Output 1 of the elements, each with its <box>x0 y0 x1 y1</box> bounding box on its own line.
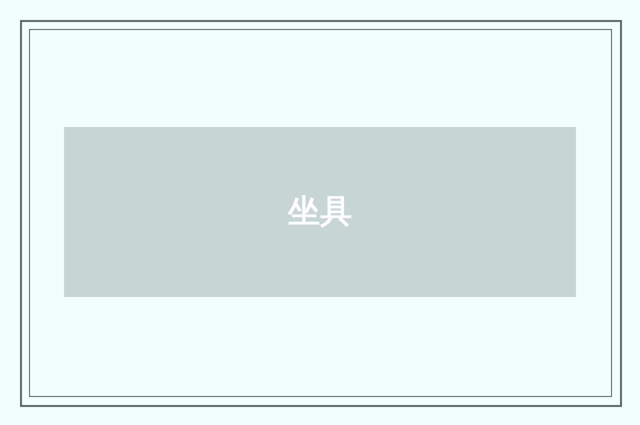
label-box <box>64 127 576 297</box>
